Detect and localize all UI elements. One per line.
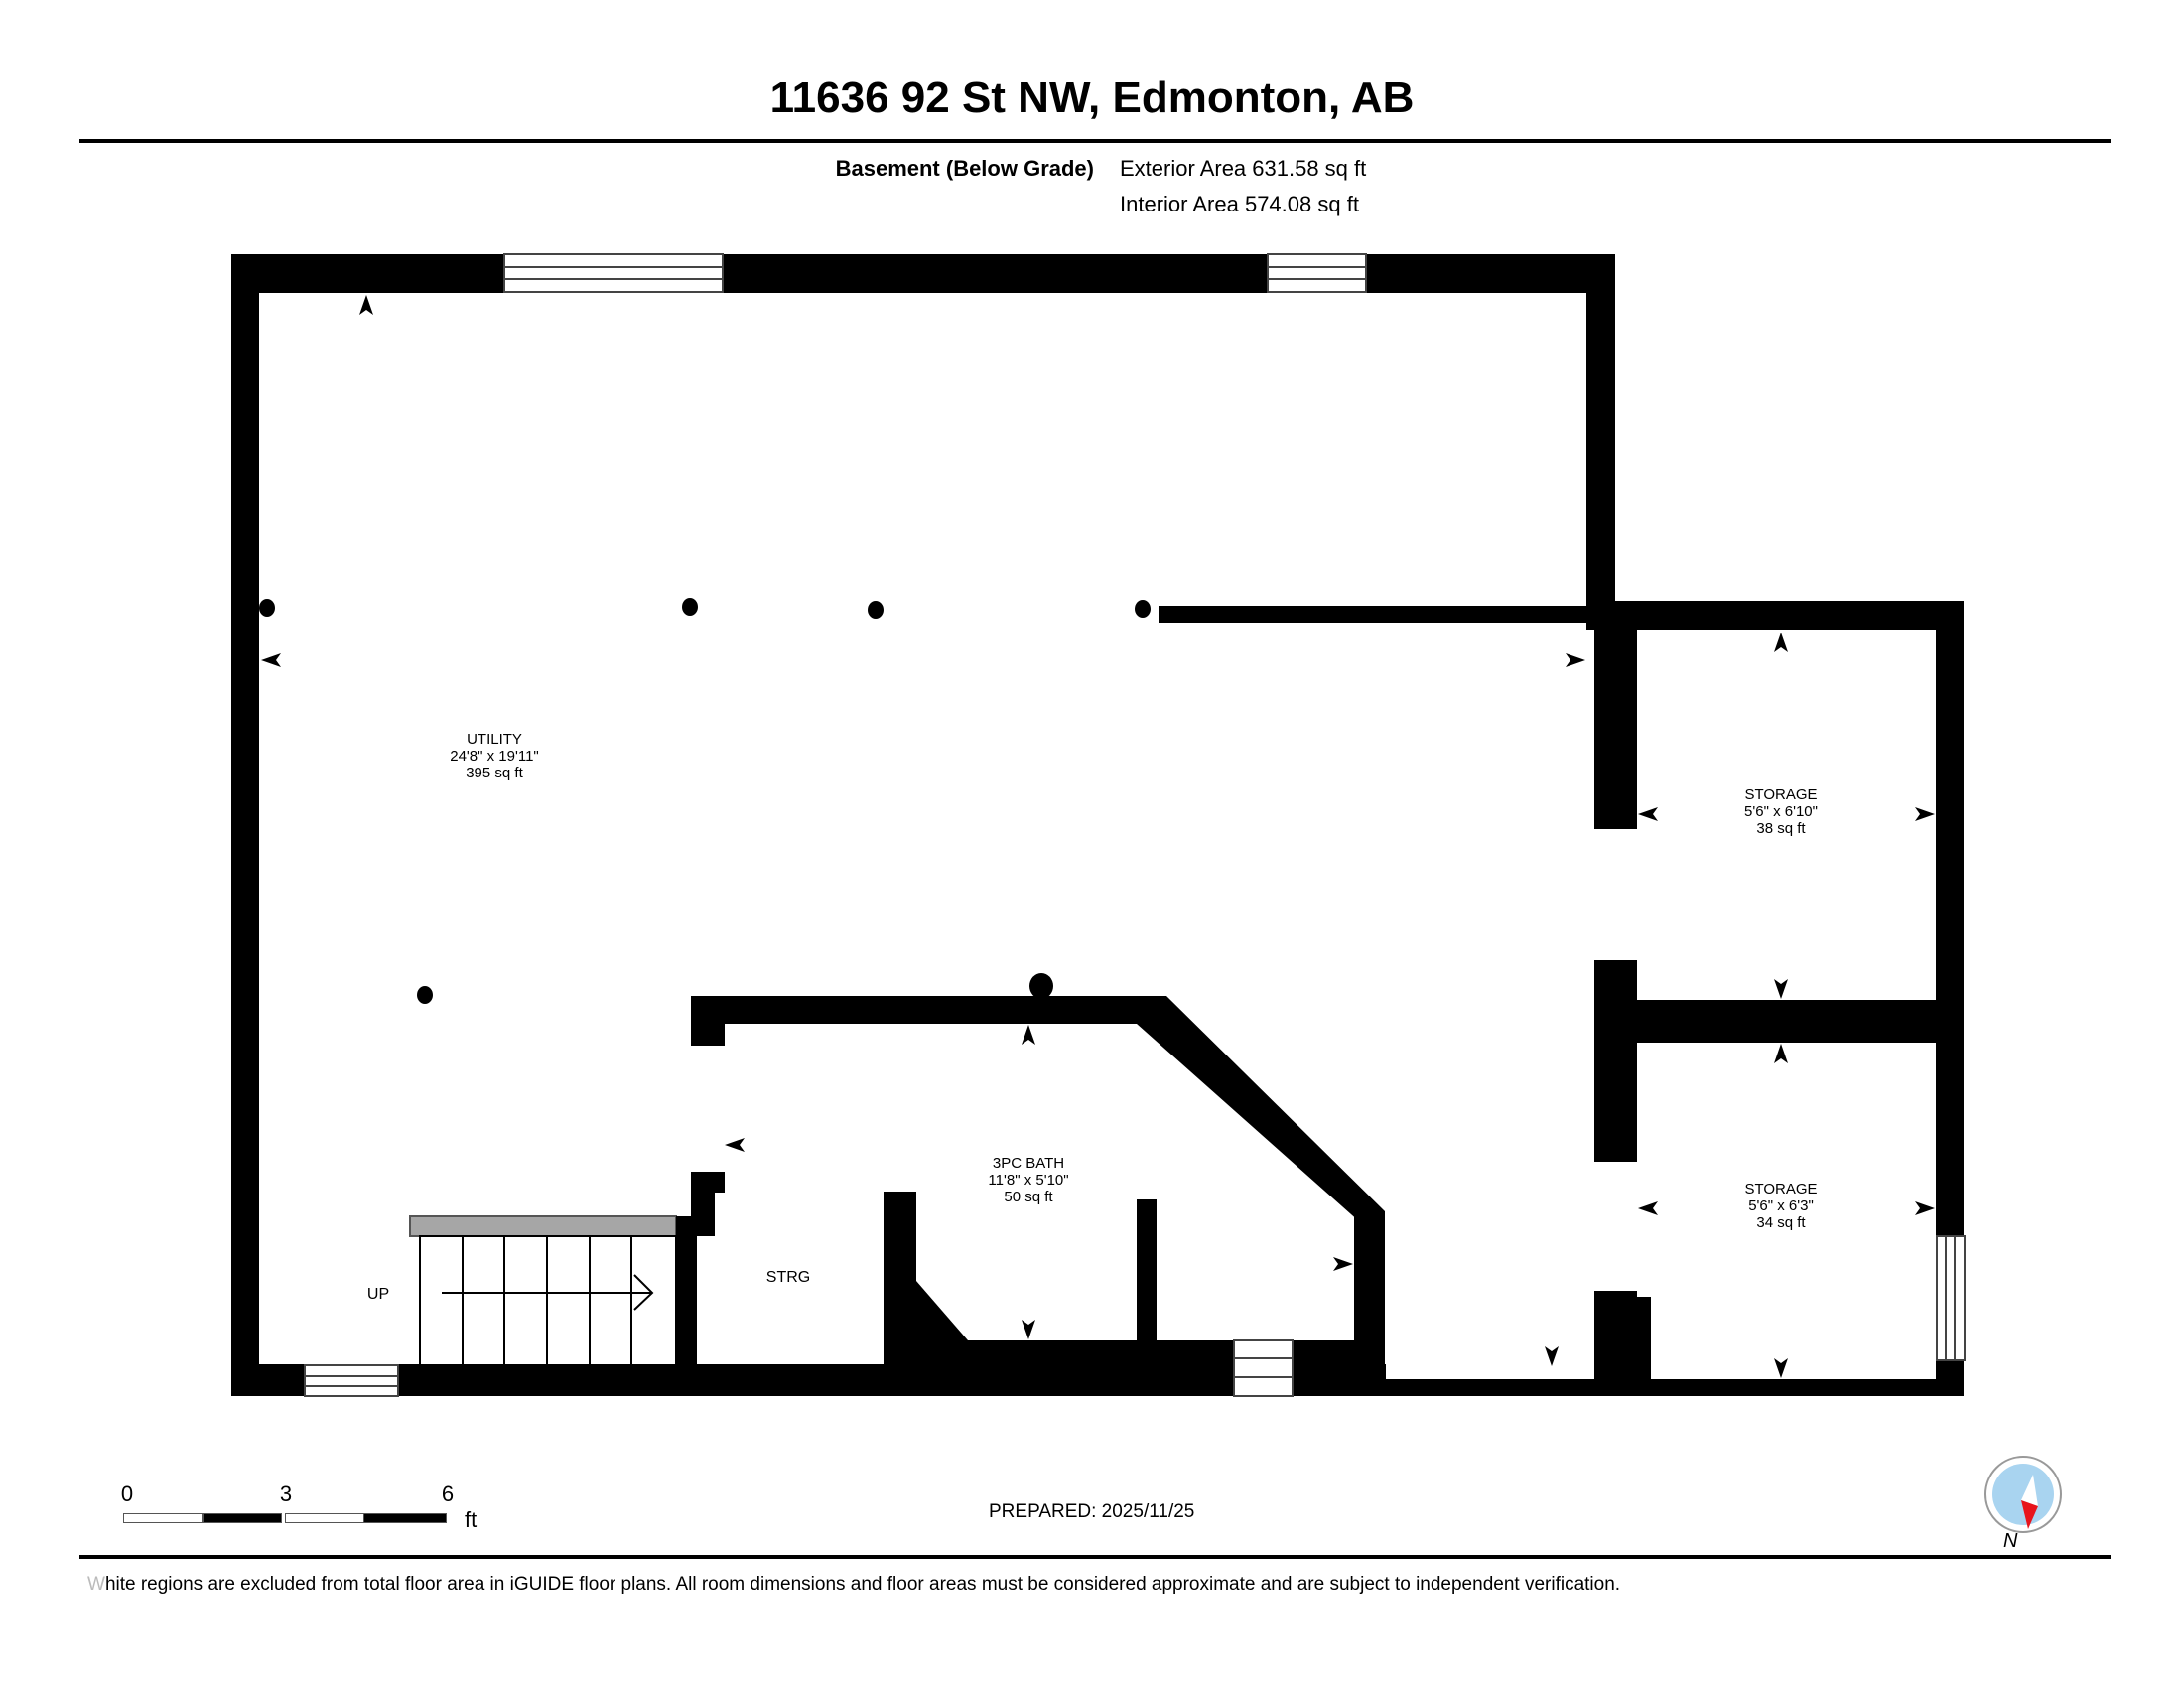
- compass-north-label: N: [2003, 1530, 2018, 1552]
- window-bottom-bath: [1233, 1339, 1294, 1397]
- room-dimensions: 11'8" x 5'10": [988, 1172, 1069, 1189]
- interior-area: Interior Area 574.08 sq ft: [1120, 192, 1359, 216]
- window-bottom-left: [304, 1364, 399, 1397]
- window-top-right: [1267, 253, 1367, 293]
- stair-up-arrow-icon: [442, 1274, 654, 1311]
- wall-storage-top: [1586, 601, 1964, 630]
- bath-wall-top: [691, 996, 1163, 1024]
- arrow-up-icon: [1774, 633, 1788, 652]
- room-label-utility: UTILITY 24'8" x 19'11" 395 sq ft: [450, 731, 539, 781]
- scale-segment: [203, 1513, 282, 1523]
- room-label-3pc-bath: 3PC BATH 11'8" x 5'10" 50 sq ft: [988, 1155, 1068, 1205]
- arrow-up-icon: [359, 295, 373, 315]
- room-label-strg: STRG: [765, 1269, 811, 1286]
- storage-pillar-3b: [1633, 1297, 1651, 1390]
- arrow-down-icon: [1774, 1358, 1788, 1378]
- scale-bar: 0 3 6 ft: [120, 1481, 477, 1541]
- disclaimer-text: White regions are excluded from total fl…: [87, 1574, 1620, 1596]
- storage-divider: [1628, 1000, 1946, 1043]
- bath-corner: [916, 1281, 968, 1340]
- arrow-down-icon: [1022, 1320, 1035, 1339]
- bath-wall-left: [884, 1192, 916, 1380]
- support-columns: [259, 598, 1151, 1004]
- room-name: STORAGE: [1744, 1181, 1818, 1197]
- arrow-right-icon: [1915, 807, 1935, 821]
- floor-name: Basement (Below Grade): [835, 156, 1094, 181]
- disclaimer-body: hite regions are excluded from total flo…: [104, 1574, 1621, 1595]
- room-area: 395 sq ft: [466, 765, 523, 781]
- compass-icon: N: [1983, 1455, 2067, 1554]
- arrow-up-icon: [1774, 1044, 1788, 1063]
- scale-tick-0: 0: [120, 1481, 134, 1506]
- room-area: 38 sq ft: [1756, 820, 1806, 837]
- wall-right-upper: [1586, 254, 1615, 608]
- room-area: 50 sq ft: [1004, 1189, 1053, 1205]
- bath-wall-right: [1354, 1214, 1385, 1383]
- room-name: UTILITY: [467, 731, 522, 748]
- exterior-area: Exterior Area 631.58 sq ft: [1120, 156, 1367, 181]
- room-dimensions: 5'6" x 6'3": [1748, 1197, 1814, 1214]
- storage-pillar-2: [1594, 960, 1637, 1162]
- room-label-storage-upper: STORAGE 5'6" x 6'10" 38 sq ft: [1744, 786, 1818, 837]
- bath-wall-diagonal: [1137, 996, 1385, 1231]
- room-dimensions: 5'6" x 6'10": [1744, 803, 1818, 820]
- arrow-left-icon: [725, 1138, 745, 1152]
- scale-segment: [285, 1513, 364, 1523]
- arrow-left-icon: [1638, 1201, 1658, 1215]
- room-label-storage-lower: STORAGE 5'6" x 6'3" 34 sq ft: [1744, 1181, 1817, 1231]
- room-name: 3PC BATH: [992, 1155, 1065, 1172]
- arrow-right-icon: [1333, 1257, 1353, 1271]
- storage-pillar-1: [1594, 626, 1637, 829]
- arrow-down-icon: [1774, 979, 1788, 999]
- scale-tick-3: 3: [279, 1481, 293, 1506]
- arrow-down-icon: [1545, 1346, 1559, 1366]
- arrow-right-icon: [1566, 653, 1585, 667]
- arrow-up-icon: [1022, 1025, 1035, 1045]
- header-divider: [79, 139, 2111, 143]
- wall-bottom-right: [1380, 1379, 1964, 1396]
- room-dimensions: 24'8" x 19'11": [450, 748, 539, 765]
- scale-segment: [363, 1513, 447, 1523]
- scale-unit: ft: [465, 1507, 478, 1532]
- property-address-title: 11636 92 St NW, Edmonton, AB: [769, 73, 1415, 122]
- scale-segment: [123, 1513, 203, 1523]
- staircase: [409, 1215, 696, 1366]
- measurement-arrows: [261, 295, 1935, 1378]
- prepared-date: PREPARED: 2025/11/25: [989, 1501, 1195, 1522]
- window-top-left: [503, 253, 724, 293]
- room-area: 34 sq ft: [1756, 1214, 1806, 1231]
- scale-tick-6: 6: [441, 1481, 455, 1506]
- arrow-right-icon: [1915, 1201, 1935, 1215]
- disclaimer-first-letter: W: [87, 1574, 105, 1595]
- bath-partition: [1137, 1199, 1157, 1343]
- storage-pillar-3: [1594, 1291, 1637, 1390]
- bath-wall-stub: [691, 996, 725, 1046]
- partition-wall: [1159, 606, 1595, 623]
- room-name: STORAGE: [1744, 786, 1818, 803]
- wall-left: [231, 254, 259, 1396]
- stairs-up-label: UP: [366, 1286, 390, 1303]
- arrow-left-icon: [1638, 807, 1658, 821]
- footer-divider: [79, 1555, 2111, 1559]
- window-right-storage: [1936, 1235, 1966, 1361]
- wall-top: [231, 254, 1615, 293]
- arrow-left-icon: [261, 653, 281, 667]
